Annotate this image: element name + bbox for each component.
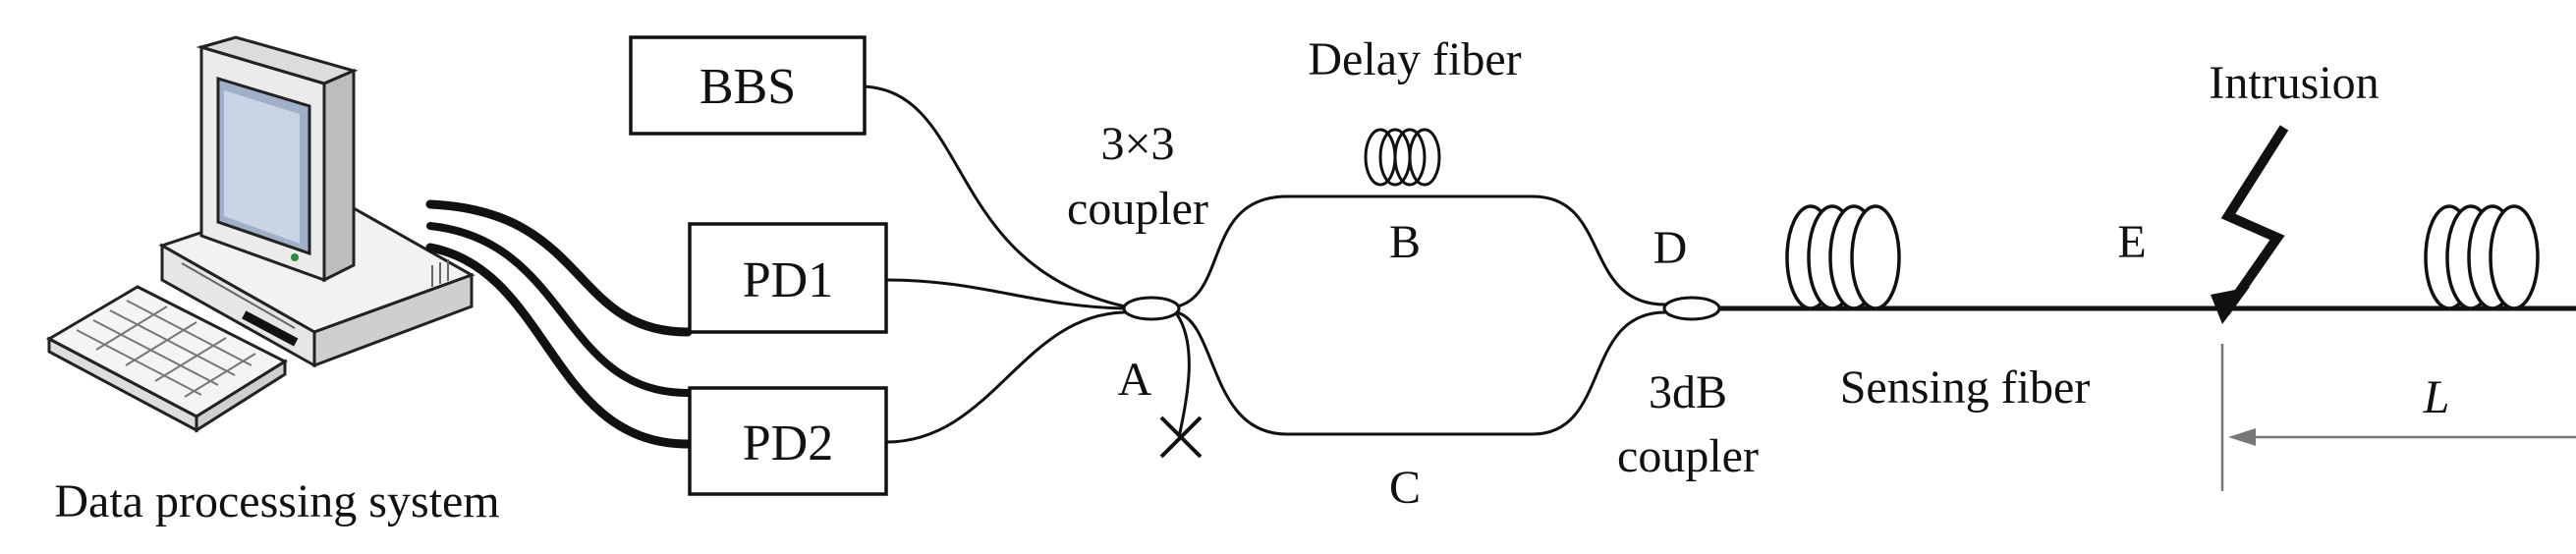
pd1-box: PD1 (688, 222, 888, 334)
length-arrowhead (2228, 428, 2256, 446)
cable-pd2 (425, 243, 693, 449)
fiber-end-icon (1159, 416, 1203, 459)
coupler3db-label-2: coupler (1617, 430, 1759, 482)
coupler-3x3 (1122, 296, 1181, 321)
cable-pd1 (425, 199, 693, 337)
cable-bundle (426, 222, 692, 397)
pd2-label: PD2 (743, 416, 833, 471)
fiber-bbs (864, 84, 1126, 308)
coupler3db-label-1: 3dB (1649, 366, 1727, 418)
length-label: L (2423, 371, 2450, 423)
data-system-label: Data processing system (54, 475, 499, 527)
bbs-box: BBS (629, 35, 867, 136)
point-b-label: B (1389, 216, 1421, 268)
bbs-label: BBS (700, 59, 796, 115)
computer-icon (45, 35, 476, 433)
point-c-label: C (1389, 462, 1421, 514)
arm-upper-out (1532, 194, 1666, 306)
coupler3x3-label-1: 3×3 (1100, 118, 1174, 170)
arm-lower-out (1532, 310, 1666, 436)
fiber-pd1 (885, 278, 1126, 310)
fiber-pd2 (885, 310, 1126, 444)
fiber-coil-icon (2424, 204, 2540, 310)
fiber-open-end (1175, 313, 1191, 438)
fiber-coil-icon (1785, 204, 1901, 310)
fiber-arm-lower-in (1176, 310, 1288, 436)
pd2-box: PD2 (688, 386, 888, 496)
coupler-3db (1662, 296, 1721, 321)
sensing-fiber-label: Sensing fiber (1840, 361, 2091, 414)
point-d-label: D (1653, 222, 1688, 274)
point-a-label: A (1118, 354, 1152, 406)
point-e-label: E (2117, 216, 2146, 268)
fiber-coil-icon (1364, 128, 1441, 187)
pd1-label: PD1 (743, 252, 833, 308)
intrusion-label: Intrusion (2209, 57, 2379, 109)
coupler3x3-label-2: coupler (1067, 183, 1208, 235)
fiber-arm-upper-in (1176, 194, 1288, 308)
delay-fiber-label: Delay fiber (1308, 33, 1521, 85)
lightning-icon (2211, 125, 2289, 324)
